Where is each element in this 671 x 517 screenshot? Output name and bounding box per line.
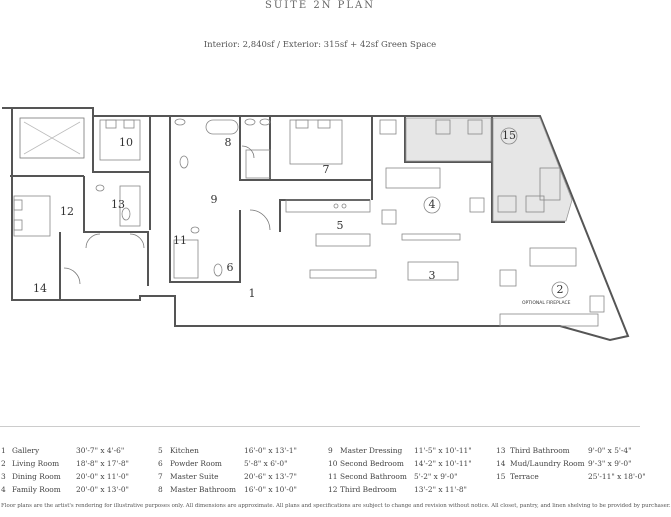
label-living-room: 2 — [557, 283, 564, 296]
legend-dim: 25'-11" x 18'-0" — [588, 472, 646, 481]
label-second-bedroom: 10 — [119, 136, 133, 149]
legend-num: 13 — [496, 446, 506, 455]
label-master-dressing: 9 — [211, 193, 218, 206]
legend-num: 6 — [158, 459, 163, 468]
label-terrace: 15 — [502, 129, 516, 142]
fireplace-note: OPTIONAL FIREPLACE — [522, 300, 571, 306]
legend-name: Mud/Laundry Room — [510, 459, 585, 468]
label-third-bathroom: 13 — [111, 198, 125, 211]
label-gallery: 1 — [249, 287, 256, 300]
legend-name: Kitchen — [170, 446, 199, 455]
legend-name: Family Room — [12, 485, 61, 494]
legend-dim: 5'-2" x 9'-0" — [414, 472, 458, 481]
legend-name: Master Dressing — [340, 446, 403, 455]
legend-name: Master Bathroom — [170, 485, 236, 494]
label-second-bathroom: 11 — [173, 234, 187, 247]
legend-num: 7 — [158, 472, 163, 481]
legend-num: 11 — [328, 472, 338, 481]
legend-num: 9 — [328, 446, 333, 455]
legend-name: Second Bathroom — [340, 472, 407, 481]
legend-num: 2 — [1, 459, 6, 468]
legend-name: Master Suite — [170, 472, 219, 481]
legend-num: 3 — [1, 472, 6, 481]
legend-num: 4 — [1, 485, 6, 494]
legend-name: Living Room — [12, 459, 60, 468]
label-master-bathroom: 8 — [225, 136, 232, 149]
legend-dim: 9'-3" x 9'-0" — [588, 459, 632, 468]
label-master-suite: 7 — [323, 163, 330, 176]
divider — [0, 426, 640, 427]
label-dining-room: 3 — [429, 269, 436, 282]
legend-dim: 16'-0" x 13'-1" — [244, 446, 297, 455]
legend-num: 5 — [158, 446, 163, 455]
legend-name: Third Bedroom — [340, 485, 397, 494]
label-third-bedroom: 12 — [60, 205, 74, 218]
disclaimer: Floor plans are the artist's rendering f… — [1, 503, 671, 509]
legend-dim: 20'-0" x 13'-0" — [76, 485, 129, 494]
legend-dim: 13'-2" x 11'-8" — [414, 485, 467, 494]
legend-num: 15 — [496, 472, 506, 481]
legend-num: 1 — [1, 446, 6, 455]
legend-num: 12 — [328, 485, 338, 494]
label-powder-room: 6 — [227, 261, 234, 274]
legend-dim: 14'-2" x 10'-11" — [414, 459, 472, 468]
legend-dim: 20'-0" x 11'-0" — [76, 472, 129, 481]
legend-dim: 5'-8" x 6'-0" — [244, 459, 288, 468]
legend-name: Terrace — [510, 472, 539, 481]
label-kitchen: 5 — [337, 219, 344, 232]
legend-dim: 18'-8" x 17'-8" — [76, 459, 129, 468]
legend-dim: 16'-0" x 10'-0" — [244, 485, 297, 494]
legend-dim: 11'-5" x 10'-11" — [414, 446, 472, 455]
terrace-left — [405, 117, 492, 162]
legend-name: Dining Room — [12, 472, 61, 481]
floor-plan: 1 2 3 4 5 6 7 8 9 10 11 12 13 14 15 OPTI… — [2, 107, 630, 342]
legend-num: 10 — [328, 459, 338, 468]
legend-name: Powder Room — [170, 459, 222, 468]
page-title: SUITE 2N PLAN — [264, 0, 375, 11]
area-summary: Interior: 2,840sf / Exterior: 315sf + 42… — [203, 40, 437, 50]
terrace-right — [492, 117, 573, 222]
legend-num: 14 — [496, 459, 506, 468]
label-family-room: 4 — [429, 198, 436, 211]
legend-name: Second Bedroom — [340, 459, 404, 468]
legend-name: Gallery — [12, 446, 40, 455]
legend-name: Third Bathroom — [510, 446, 570, 455]
legend-dim: 9'-0" x 5'-4" — [588, 446, 632, 455]
legend-num: 8 — [158, 485, 163, 494]
legend-dim: 30'-7" x 4'-6" — [76, 446, 125, 455]
legend-dim: 20'-6" x 13'-7" — [244, 472, 297, 481]
label-mud-laundry-room: 14 — [33, 282, 47, 295]
